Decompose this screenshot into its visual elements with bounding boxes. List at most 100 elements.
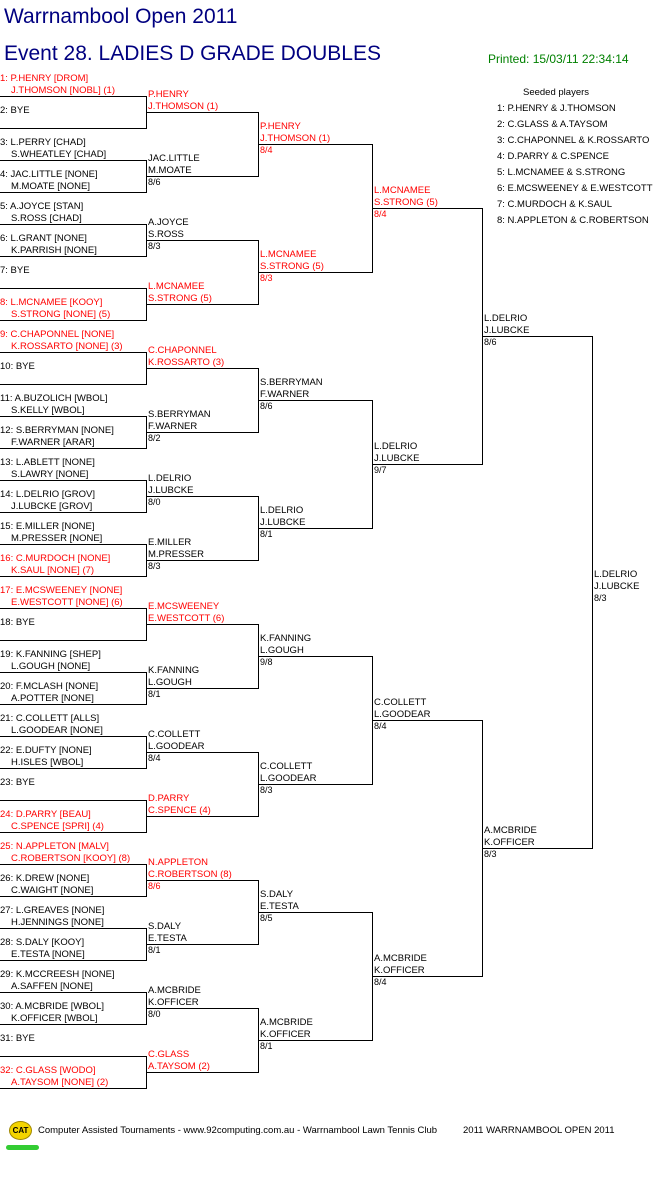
winner-name: C.COLLETT: [148, 729, 201, 740]
winner-partner: K.OFFICER: [260, 1029, 311, 1040]
bracket-line: [258, 272, 372, 273]
bracket-line: [372, 464, 482, 465]
winner-name: L.MCNAMEE: [374, 185, 431, 196]
bracket-line: [372, 208, 482, 209]
draw-partner: C.ROBERTSON [KOOY] (8): [11, 853, 131, 864]
draw-line: [0, 288, 146, 289]
winner-name: C.GLASS: [148, 1049, 190, 1060]
tournament-title: Warrnambool Open 2011: [4, 5, 238, 28]
draw-partner: H.JENNINGS [NONE]: [11, 917, 104, 928]
draw-entry: 14: L.DELRIO [GROV]: [0, 489, 96, 500]
draw-partner: K.ROSSARTO [NONE] (3): [11, 341, 123, 352]
seeded-player-item: 5: L.MCNAMEE & S.STRONG: [497, 167, 626, 178]
seeded-players-title: Seeded players: [523, 87, 590, 98]
seeded-player-item: 4: D.PARRY & C.SPENCE: [497, 151, 609, 162]
winner-partner: E.TESTA: [148, 933, 187, 944]
winner-partner: A.TAYSOM (2): [148, 1061, 210, 1072]
winner-name: E.MCSWEENEY: [148, 601, 220, 612]
winner-name: A.MCBRIDE: [148, 985, 201, 996]
draw-entry: 5: A.JOYCE [STAN]: [0, 201, 84, 212]
winner-name: C.COLLETT: [260, 761, 313, 772]
seeded-player-item: 3: C.CHAPONNEL & K.ROSSARTO: [497, 135, 650, 146]
match-score: 8/2: [148, 433, 161, 443]
draw-partner: C.SPENCE [SPRI] (4): [11, 821, 104, 832]
draw-line: [0, 768, 146, 769]
winner-partner: F.WARNER: [260, 389, 310, 400]
draw-line: [0, 864, 146, 865]
draw-entry: 13: L.ABLETT [NONE]: [0, 457, 95, 468]
winner-name: L.DELRIO: [260, 505, 304, 516]
bracket-line: [146, 944, 258, 945]
draw-entry: 30: A.MCBRIDE [WBOL]: [0, 1001, 104, 1012]
match-score: 8/6: [148, 881, 161, 891]
draw-partner: L.GOUGH [NONE]: [11, 661, 91, 672]
winner-partner: K.OFFICER: [374, 965, 425, 976]
winner-partner: S.STRONG (5): [374, 197, 438, 208]
bracket-line: [146, 112, 258, 113]
winner-partner: L.GOODEAR: [374, 709, 431, 720]
seeded-player-item: 1: P.HENRY & J.THOMSON: [497, 103, 616, 114]
draw-line: [0, 352, 146, 353]
draw-line: [0, 192, 146, 193]
match-score: 8/6: [260, 401, 273, 411]
bracket-line: [258, 784, 372, 785]
winner-name: E.MILLER: [148, 537, 192, 548]
draw-line: [0, 608, 146, 609]
cat-logo-icon: CAT: [9, 1121, 32, 1140]
draw-line: [0, 992, 146, 993]
bracket-line: [146, 432, 258, 433]
winner-name: C.CHAPONNEL: [148, 345, 217, 356]
draw-entry: 29: K.MCCREESH [NONE]: [0, 969, 115, 980]
winner-partner: K.OFFICER: [148, 997, 199, 1008]
winner-name: P.HENRY: [148, 89, 189, 100]
draw-partner: F.WARNER [ARAR]: [11, 437, 95, 448]
seeded-player-item: 2: C.GLASS & A.TAYSOM: [497, 119, 608, 130]
winner-partner: J.LUBCKE: [148, 485, 194, 496]
winner-partner: C.SPENCE (4): [148, 805, 211, 816]
winner-partner: E.TESTA: [260, 901, 299, 912]
draw-line: [0, 256, 146, 257]
draw-line: [0, 128, 146, 129]
printed-timestamp: Printed: 15/03/11 22:34:14: [488, 52, 629, 66]
winner-partner: F.WARNER: [148, 421, 198, 432]
winner-partner: M.PRESSER: [148, 549, 204, 560]
draw-line: [0, 416, 146, 417]
winner-partner: S.ROSS: [148, 229, 184, 240]
draw-partner: S.ROSS [CHAD]: [11, 213, 82, 224]
winner-partner: J.LUBCKE: [594, 581, 640, 592]
draw-line: [0, 480, 146, 481]
bracket-line: [146, 560, 258, 561]
draw-partner: K.OFFICER [WBOL]: [11, 1013, 98, 1024]
draw-entry: 7: BYE: [0, 265, 30, 276]
draw-line: [0, 96, 146, 97]
match-score: 8/3: [260, 785, 273, 795]
bracket-line: [146, 880, 258, 881]
draw-entry: 26: K.DREW [NONE]: [0, 873, 90, 884]
match-score: 8/6: [148, 177, 161, 187]
bracket-line: [258, 528, 372, 529]
draw-line: [0, 1088, 146, 1089]
draw-entry: 18: BYE: [0, 617, 35, 628]
winner-partner: J.LUBCKE: [374, 453, 420, 464]
match-score: 8/3: [484, 849, 497, 859]
winner-partner: C.ROBERTSON (8): [148, 869, 232, 880]
draw-line: [0, 640, 146, 641]
bracket-line: [146, 240, 258, 241]
draw-line: [0, 160, 146, 161]
draw-entry: 10: BYE: [0, 361, 35, 372]
draw-line: [0, 1024, 146, 1025]
draw-partner: L.GOODEAR [NONE]: [11, 725, 103, 736]
draw-entry: 4: JAC.LITTLE [NONE]: [0, 169, 98, 180]
draw-partner: S.STRONG [NONE] (5): [11, 309, 111, 320]
draw-entry: 15: E.MILLER [NONE]: [0, 521, 95, 532]
match-score: 8/4: [374, 721, 387, 731]
draw-partner: K.PARRISH [NONE]: [11, 245, 97, 256]
winner-partner: K.OFFICER: [484, 837, 535, 848]
draw-line: [0, 384, 146, 385]
draw-line: [0, 512, 146, 513]
draw-partner: M.PRESSER [NONE]: [11, 533, 103, 544]
winner-name: L.DELRIO: [484, 313, 528, 324]
draw-entry: 3: L.PERRY [CHAD]: [0, 137, 86, 148]
draw-entry: 27: L.GREAVES [NONE]: [0, 905, 105, 916]
winner-name: A.JOYCE: [148, 217, 189, 228]
